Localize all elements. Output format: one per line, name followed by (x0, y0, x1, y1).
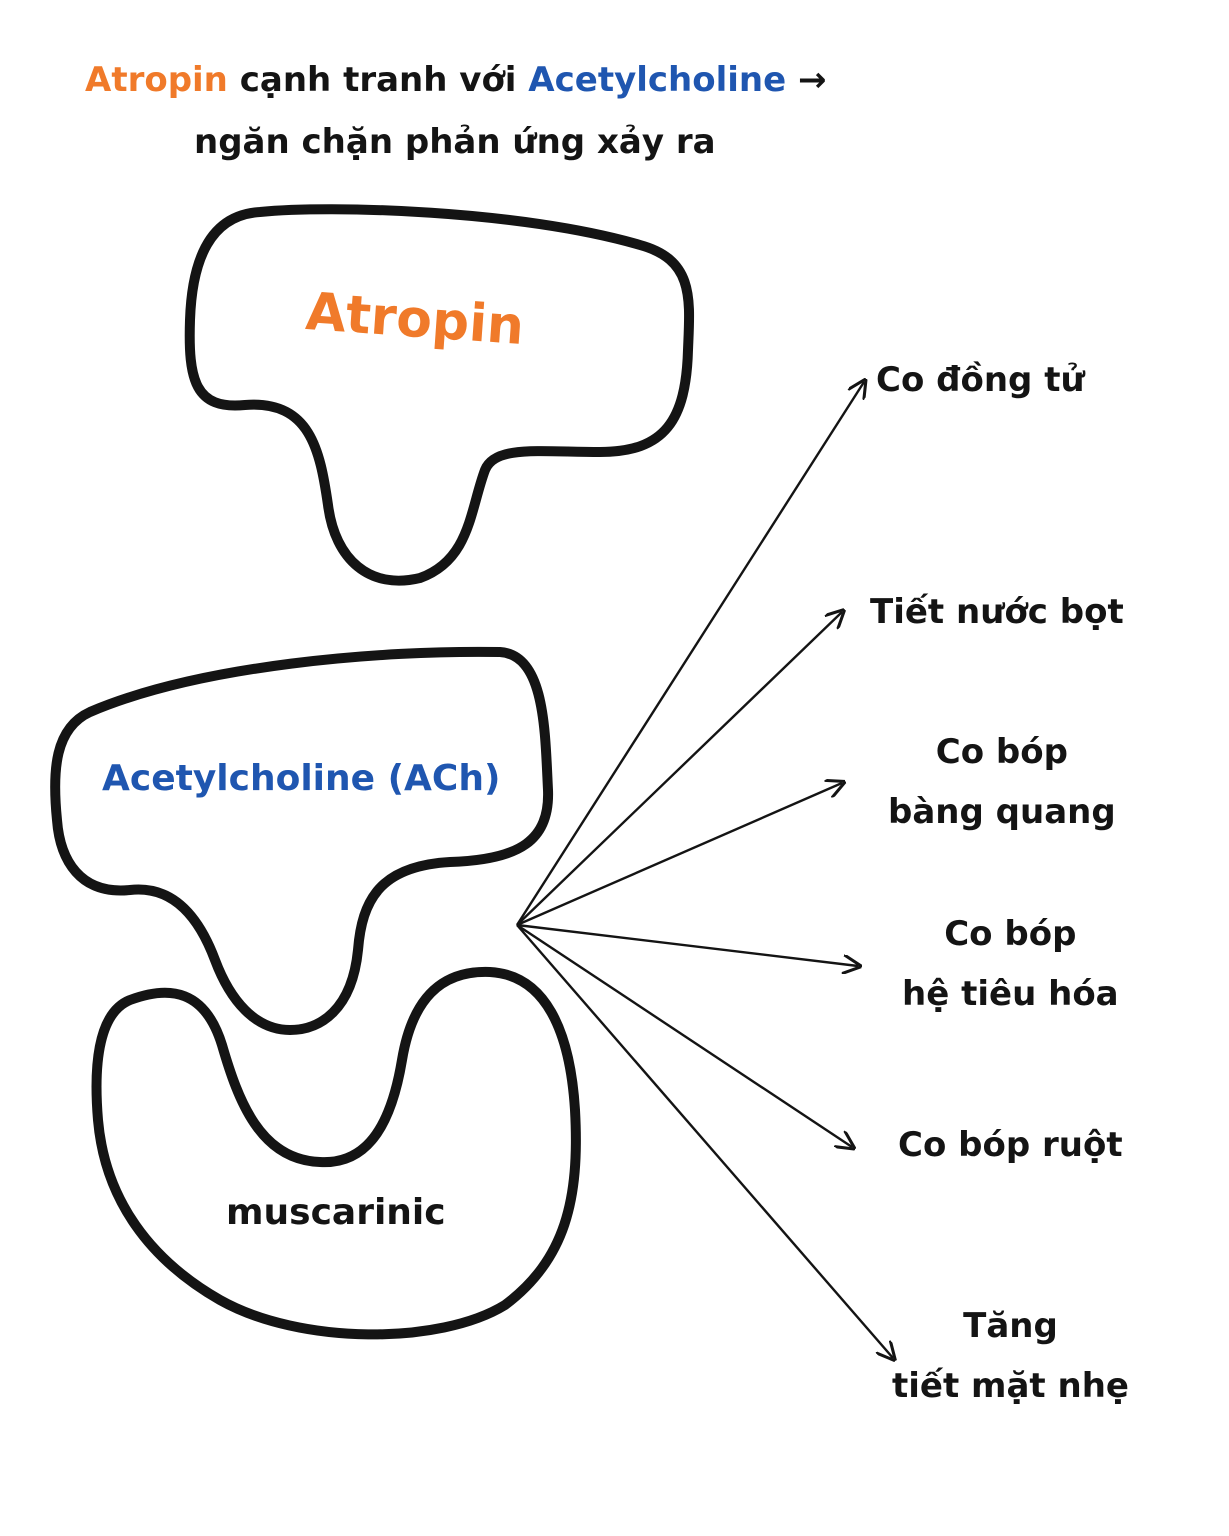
arrow-to-bladder (516, 783, 842, 927)
arrow-to-saliva (516, 612, 842, 926)
effect-line: hệ tiêu hóa (902, 974, 1119, 1014)
effect-intestine: Co bóp ruột (898, 1115, 1123, 1175)
effect-bladder: Co bóp bàng quang (888, 722, 1116, 842)
effect-line: Tăng (963, 1306, 1058, 1346)
title-arrow: → (786, 60, 827, 100)
effect-line: Tiết nước bọt (870, 592, 1124, 632)
effect-arrows (515, 382, 893, 1358)
effect-line: bàng quang (888, 792, 1116, 832)
arrow-to-digestive (516, 923, 858, 966)
effect-line: Co đồng tử (876, 360, 1085, 400)
title-drug: Atropin (85, 60, 228, 100)
effect-digestive: Co bóp hệ tiêu hóa (902, 904, 1119, 1024)
arrow-to-intestine (516, 923, 852, 1147)
effect-line: Co bóp (935, 732, 1068, 772)
effect-bile: Tăng tiết mặt nhẹ (892, 1296, 1129, 1416)
title-line-1: Atropin cạnh tranh với Acetylcholine → (85, 60, 827, 100)
effect-saliva: Tiết nước bọt (870, 582, 1124, 642)
title-agonist: Acetylcholine (528, 60, 787, 100)
effect-pupil: Co đồng tử (876, 350, 1085, 410)
atropin-shape (184, 204, 695, 586)
muscarinic-label: muscarinic (226, 1192, 446, 1233)
title-line-2: ngăn chặn phản ứng xảy ra (194, 122, 716, 162)
acetylcholine-shape (50, 646, 554, 1035)
arrow-to-bile (516, 924, 893, 1358)
title-mid: cạnh tranh với (227, 60, 529, 100)
effect-line: Co bóp (944, 914, 1077, 954)
muscarinic-shape (91, 966, 581, 1340)
effect-line: Co bóp ruột (898, 1125, 1123, 1165)
arrow-to-pupil (515, 382, 864, 926)
acetylcholine-label: Acetylcholine (ACh) (102, 758, 501, 799)
effect-line: tiết mặt nhẹ (892, 1366, 1129, 1406)
